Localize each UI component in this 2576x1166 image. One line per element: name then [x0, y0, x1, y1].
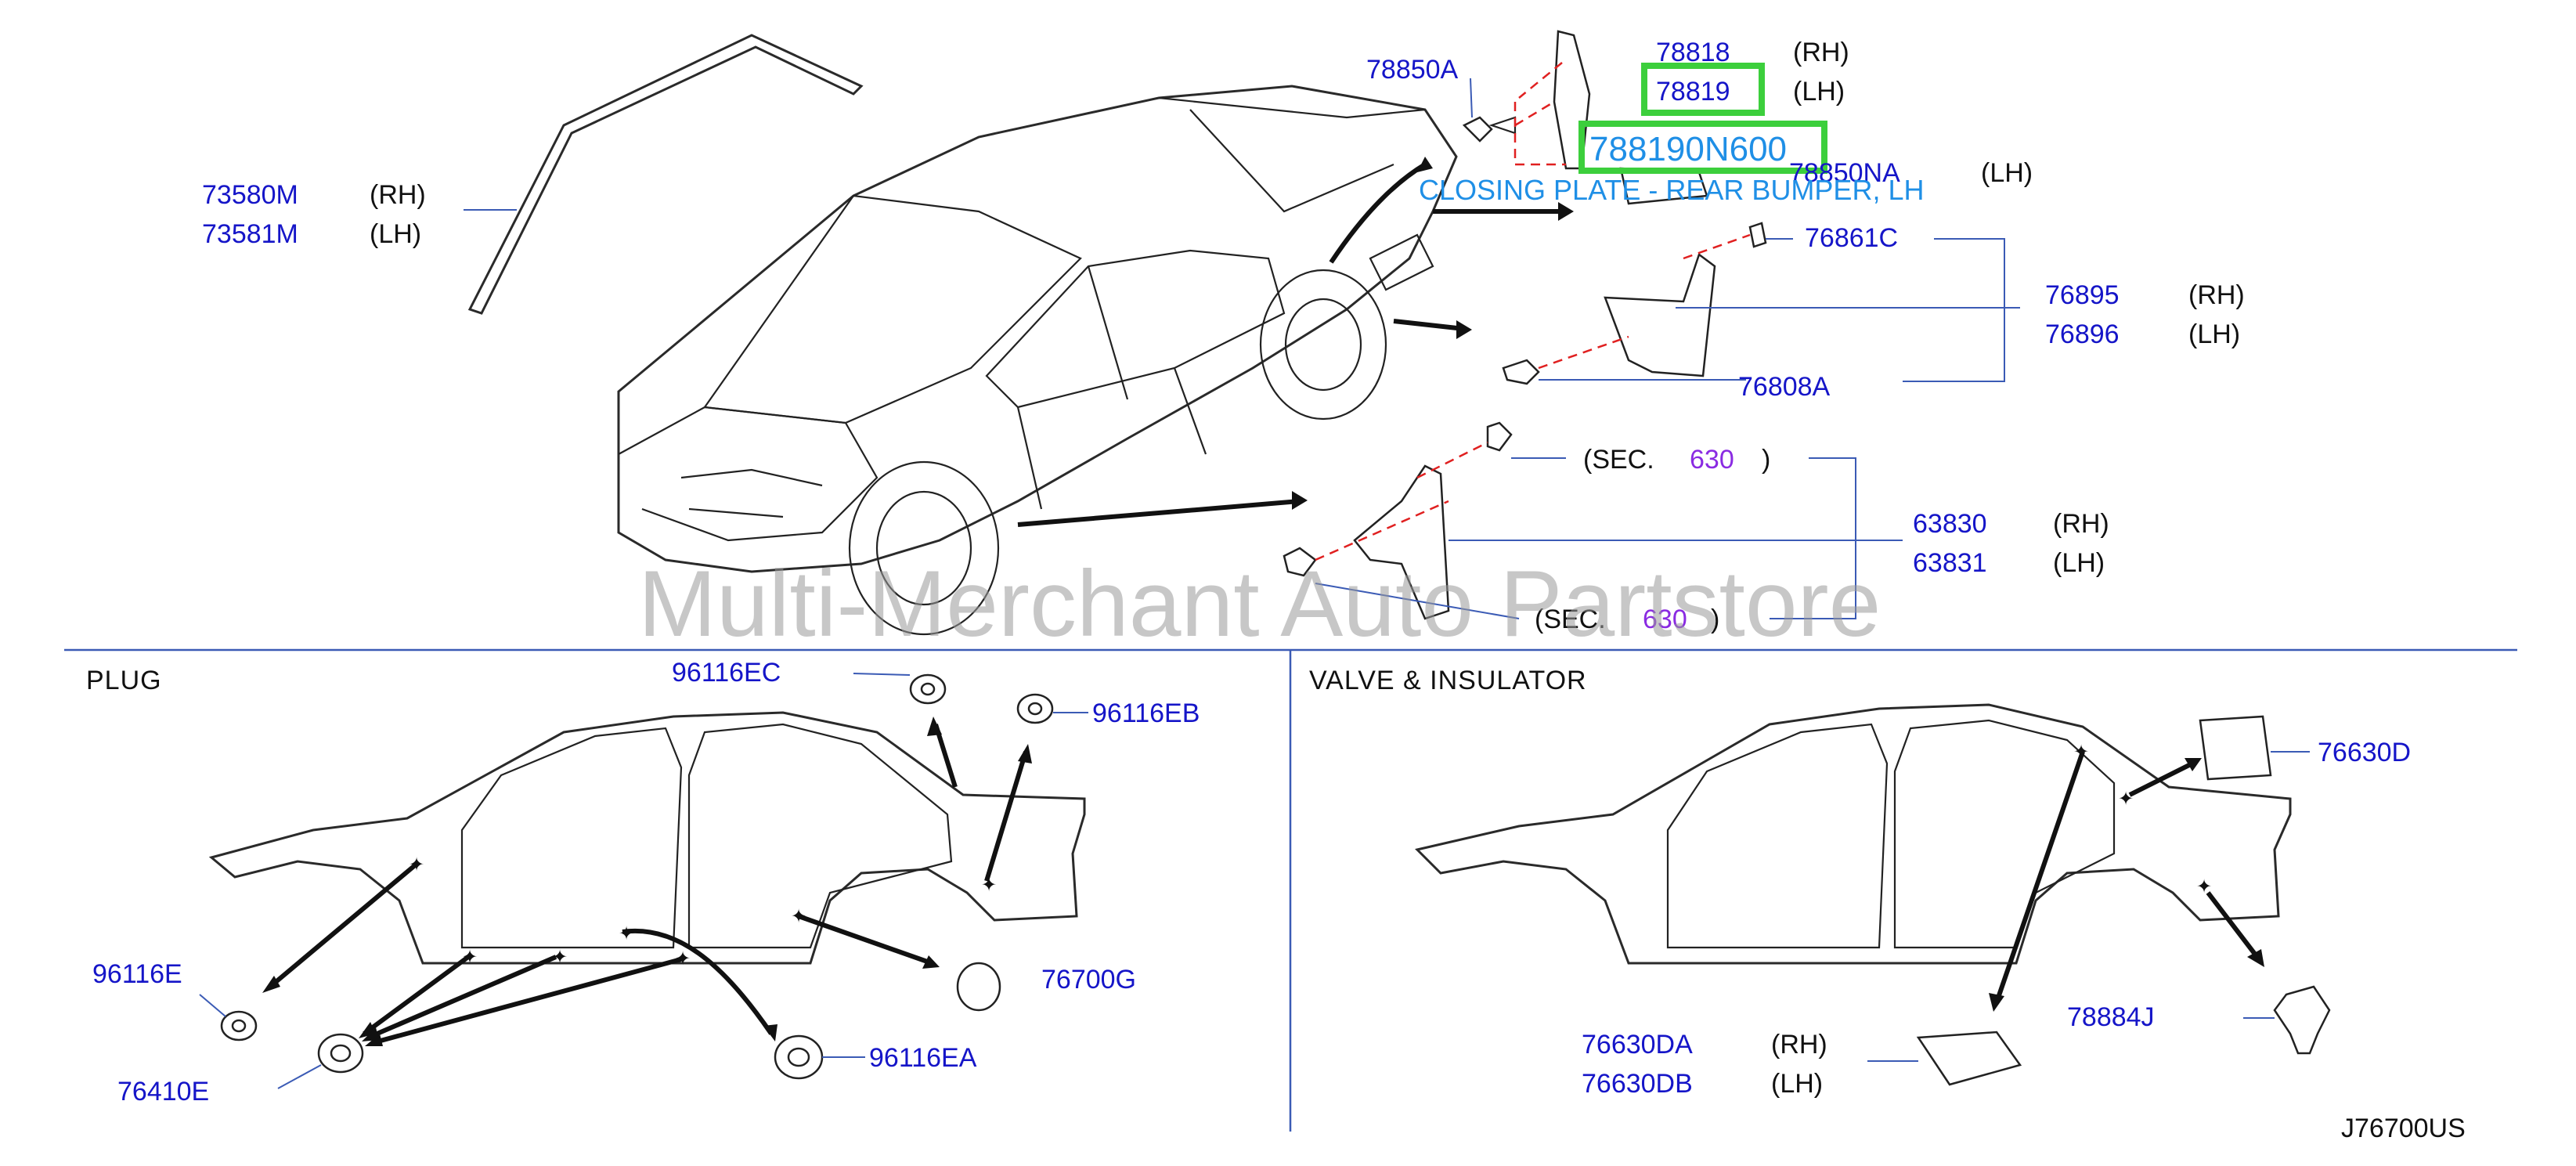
svg-text:✦: ✦ [675, 948, 691, 969]
part-96116EB[interactable]: 96116EB [1092, 699, 1200, 728]
svg-text:✦: ✦ [2073, 742, 2089, 763]
side-lh-76896: (LH) [2188, 319, 2240, 349]
sec-630-b[interactable]: 630 [1643, 605, 1687, 634]
part-78850NA[interactable]: 78850NA [1789, 158, 1900, 188]
part-96116EC[interactable]: 96116EC [672, 658, 781, 688]
clip-78850A-part [1462, 116, 1517, 143]
part-78850A[interactable]: 78850A [1366, 55, 1459, 85]
svg-text:✦: ✦ [462, 947, 478, 968]
part-76896[interactable]: 76896 [2045, 319, 2120, 349]
sec-630-a[interactable]: 630 [1690, 445, 1734, 475]
side-lh-63831: (LH) [2053, 548, 2105, 578]
valve-76630DA-part [1916, 1031, 2022, 1086]
plug-arrows [269, 724, 1028, 1045]
valve-78884J-part [2273, 985, 2331, 1055]
part-78818[interactable]: 78818 [1656, 38, 1730, 67]
side-lh-78819: (LH) [1793, 77, 1845, 106]
diagram-code: J76700US [2341, 1114, 2466, 1143]
svg-text:✦: ✦ [2118, 789, 2134, 810]
part-76700G[interactable]: 76700G [1041, 965, 1136, 995]
part-76630DA[interactable]: 76630DA [1582, 1030, 1693, 1060]
sec-close-a: ) [1762, 445, 1770, 475]
part-96116E[interactable]: 96116E [92, 959, 182, 989]
plug-96116EC-part [909, 673, 947, 705]
highlight-part-number[interactable]: 788190N600 [1589, 130, 1787, 168]
svg-text:✦: ✦ [619, 923, 634, 944]
part-63831[interactable]: 63831 [1913, 548, 1987, 578]
highlight-part-name: CLOSING PLATE - REAR BUMPER, LH [1419, 174, 1924, 206]
callout-arrows [1017, 162, 1566, 527]
side-rh-76895: (RH) [2188, 280, 2245, 310]
plug-96116E-part [220, 1010, 258, 1041]
part-76630DB[interactable]: 76630DB [1582, 1069, 1693, 1099]
part-96116EA[interactable]: 96116EA [869, 1043, 977, 1073]
mud-guard-front-part [1283, 421, 1513, 620]
svg-text:✦: ✦ [552, 947, 568, 968]
plug-96116EB-part [1016, 693, 1054, 724]
sec-close-b: ) [1711, 605, 1719, 634]
side-rh-73580M: (RH) [370, 180, 426, 210]
side-rh-78818: (RH) [1793, 38, 1849, 67]
plug-76410E-part [317, 1033, 364, 1074]
svg-text:✦: ✦ [409, 854, 424, 875]
part-76895[interactable]: 76895 [2045, 280, 2120, 310]
valve-arrows [1994, 751, 2261, 1003]
valve-body-side [1415, 703, 2292, 965]
part-63830[interactable]: 63830 [1913, 509, 1987, 539]
part-73581M[interactable]: 73581M [202, 219, 298, 249]
plug-96116EA-part [774, 1034, 824, 1080]
svg-text:✦: ✦ [2196, 876, 2212, 897]
sec-label-a: (SEC. [1583, 445, 1654, 475]
sec-label-b: (SEC. [1535, 605, 1606, 634]
mud-guard-rear-part [1502, 222, 1767, 385]
part-76630D[interactable]: 76630D [2318, 738, 2411, 767]
valve-location-marks: ✦ ✦ ✦ [2073, 742, 2212, 897]
section-title-plug: PLUG [86, 666, 162, 695]
part-76410E[interactable]: 76410E [117, 1077, 209, 1106]
svg-text:✦: ✦ [981, 875, 997, 896]
svg-text:✦: ✦ [791, 906, 806, 927]
roof-molding [467, 34, 864, 315]
plug-76700G-part [956, 962, 1001, 1012]
highlight-box-788190N600 [1578, 121, 1827, 174]
watermark: Multi-Merchant Auto Partstore [638, 551, 1881, 656]
side-lh-78850NA: (LH) [1981, 158, 2033, 188]
highlight-box-78819 [1641, 63, 1765, 116]
part-76808A[interactable]: 76808A [1738, 372, 1831, 402]
valve-76630D-part [2199, 715, 2272, 781]
side-rh-76630DA: (RH) [1771, 1030, 1827, 1060]
car-illustration [617, 85, 1458, 636]
side-lh-76630DB: (LH) [1771, 1069, 1823, 1099]
section-title-valve: VALVE & INSULATOR [1309, 666, 1587, 695]
side-rh-63830: (RH) [2053, 509, 2109, 539]
plug-location-marks: ✦ ✦ ✦ ✦ ✦ ✦ ✦ [409, 854, 997, 969]
part-78819[interactable]: 78819 [1656, 77, 1730, 106]
part-76861C[interactable]: 76861C [1805, 223, 1898, 253]
part-78884J[interactable]: 78884J [2067, 1002, 2155, 1032]
plug-body-side [208, 711, 1086, 965]
part-73580M[interactable]: 73580M [202, 180, 298, 210]
side-lh-73581M: (LH) [370, 219, 421, 249]
